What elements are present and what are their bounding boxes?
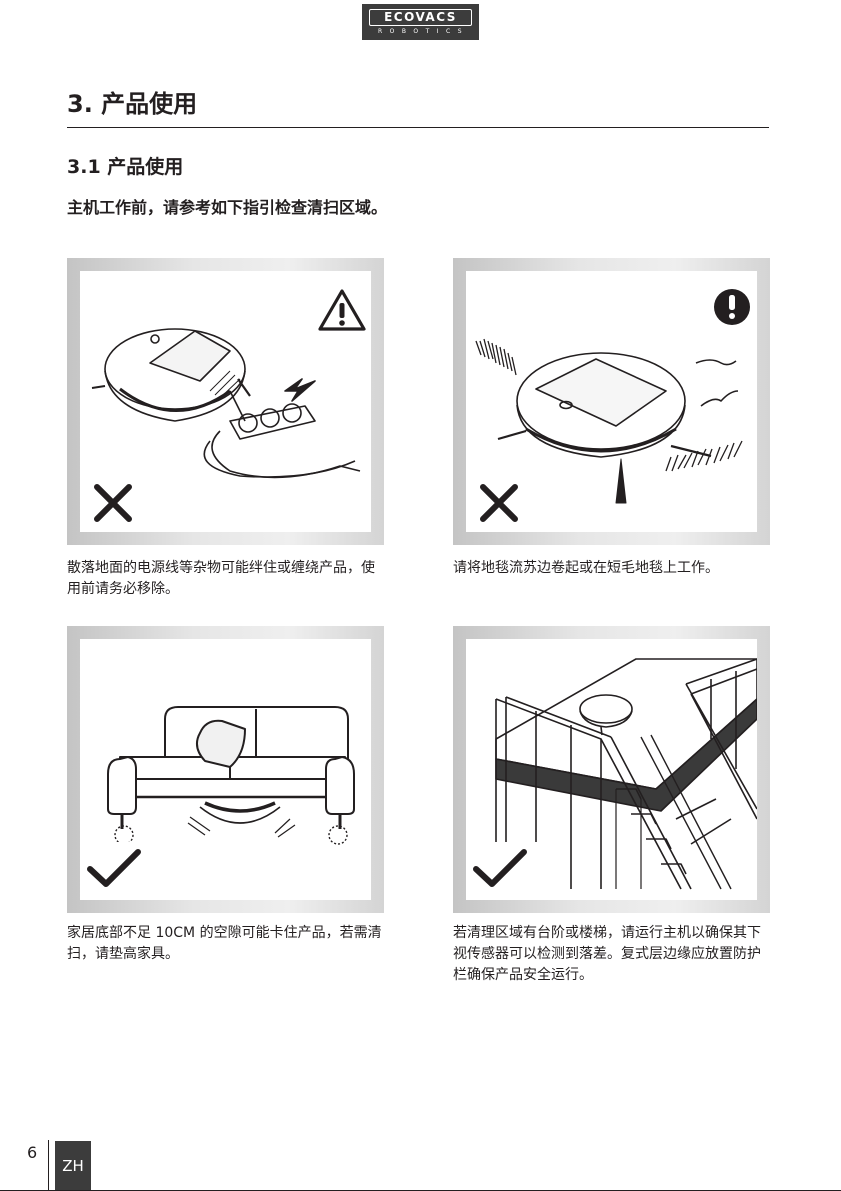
language-label: ZH [62,1156,84,1176]
section-title: 3. 产品使用 [67,84,197,119]
cross-icon [80,474,154,532]
language-tab: ZH [55,1141,91,1191]
footer-divider [48,1140,49,1191]
panel-furniture [67,626,384,913]
check-icon [80,842,154,900]
caption-furniture: 家居底部不足 10CM 的空隙可能卡住产品，若需清扫，请垫高家具。 [67,923,387,965]
caption-carpet: 请将地毯流苏边卷起或在短毛地毯上工作。 [453,558,773,579]
brand-subtitle: ROBOTICS [362,28,479,35]
brand-logo: ECOVACS ROBOTICS [362,4,479,40]
page-number: 6 [27,1143,37,1162]
caption-stairs: 若清理区域有台阶或楼梯，请运行主机以确保其下视传感器可以检测到落差。复式层边缘应… [453,923,773,986]
panel-stairs [453,626,770,913]
caption-cables: 散落地面的电源线等杂物可能绊住或缠绕产品，使用前请务必移除。 [67,558,387,600]
exclamation-circle-icon [714,289,750,325]
panel-carpet [453,258,770,545]
brand-name: ECOVACS [369,9,472,26]
check-icon [466,842,540,900]
title-divider [67,127,769,128]
intro-text: 主机工作前，请参考如下指引检查清扫区域。 [67,194,387,218]
warning-triangle-icon [320,291,364,329]
panel-cables [67,258,384,545]
cross-icon [466,474,540,532]
subsection-title: 3.1 产品使用 [67,152,183,179]
